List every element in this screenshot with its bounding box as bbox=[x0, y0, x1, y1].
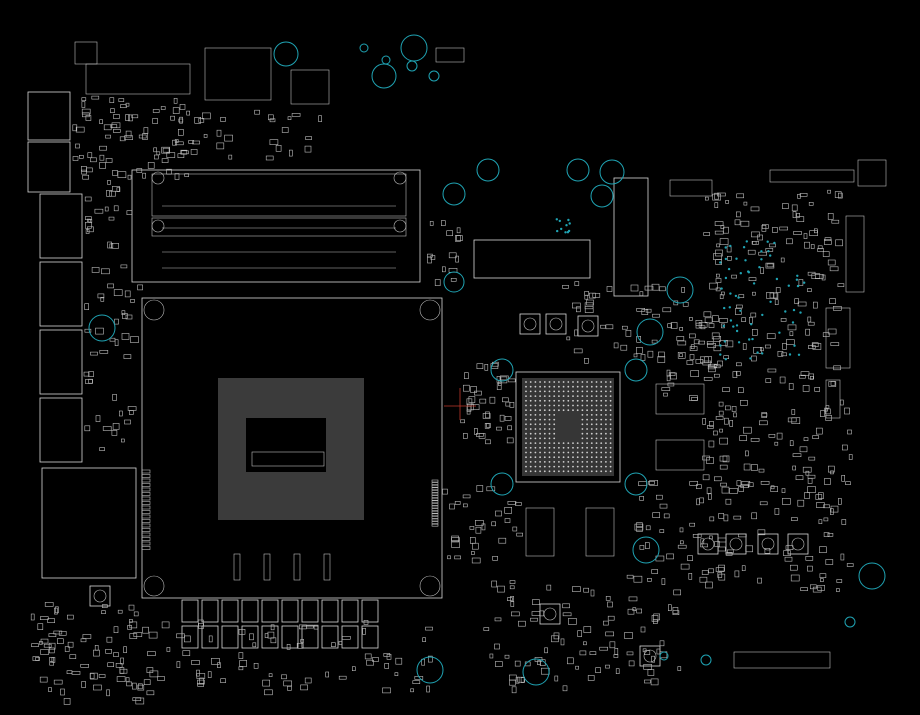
cpu-socket bbox=[141, 297, 443, 599]
rear-io-connectors bbox=[27, 41, 465, 579]
probe-marker bbox=[444, 388, 476, 420]
chipset-bga bbox=[515, 371, 705, 557]
memory-slots bbox=[131, 169, 421, 283]
mounting-holes bbox=[88, 34, 886, 686]
smd-components bbox=[30, 95, 854, 705]
expansion-slots bbox=[473, 159, 887, 669]
vrm-components bbox=[89, 313, 809, 667]
